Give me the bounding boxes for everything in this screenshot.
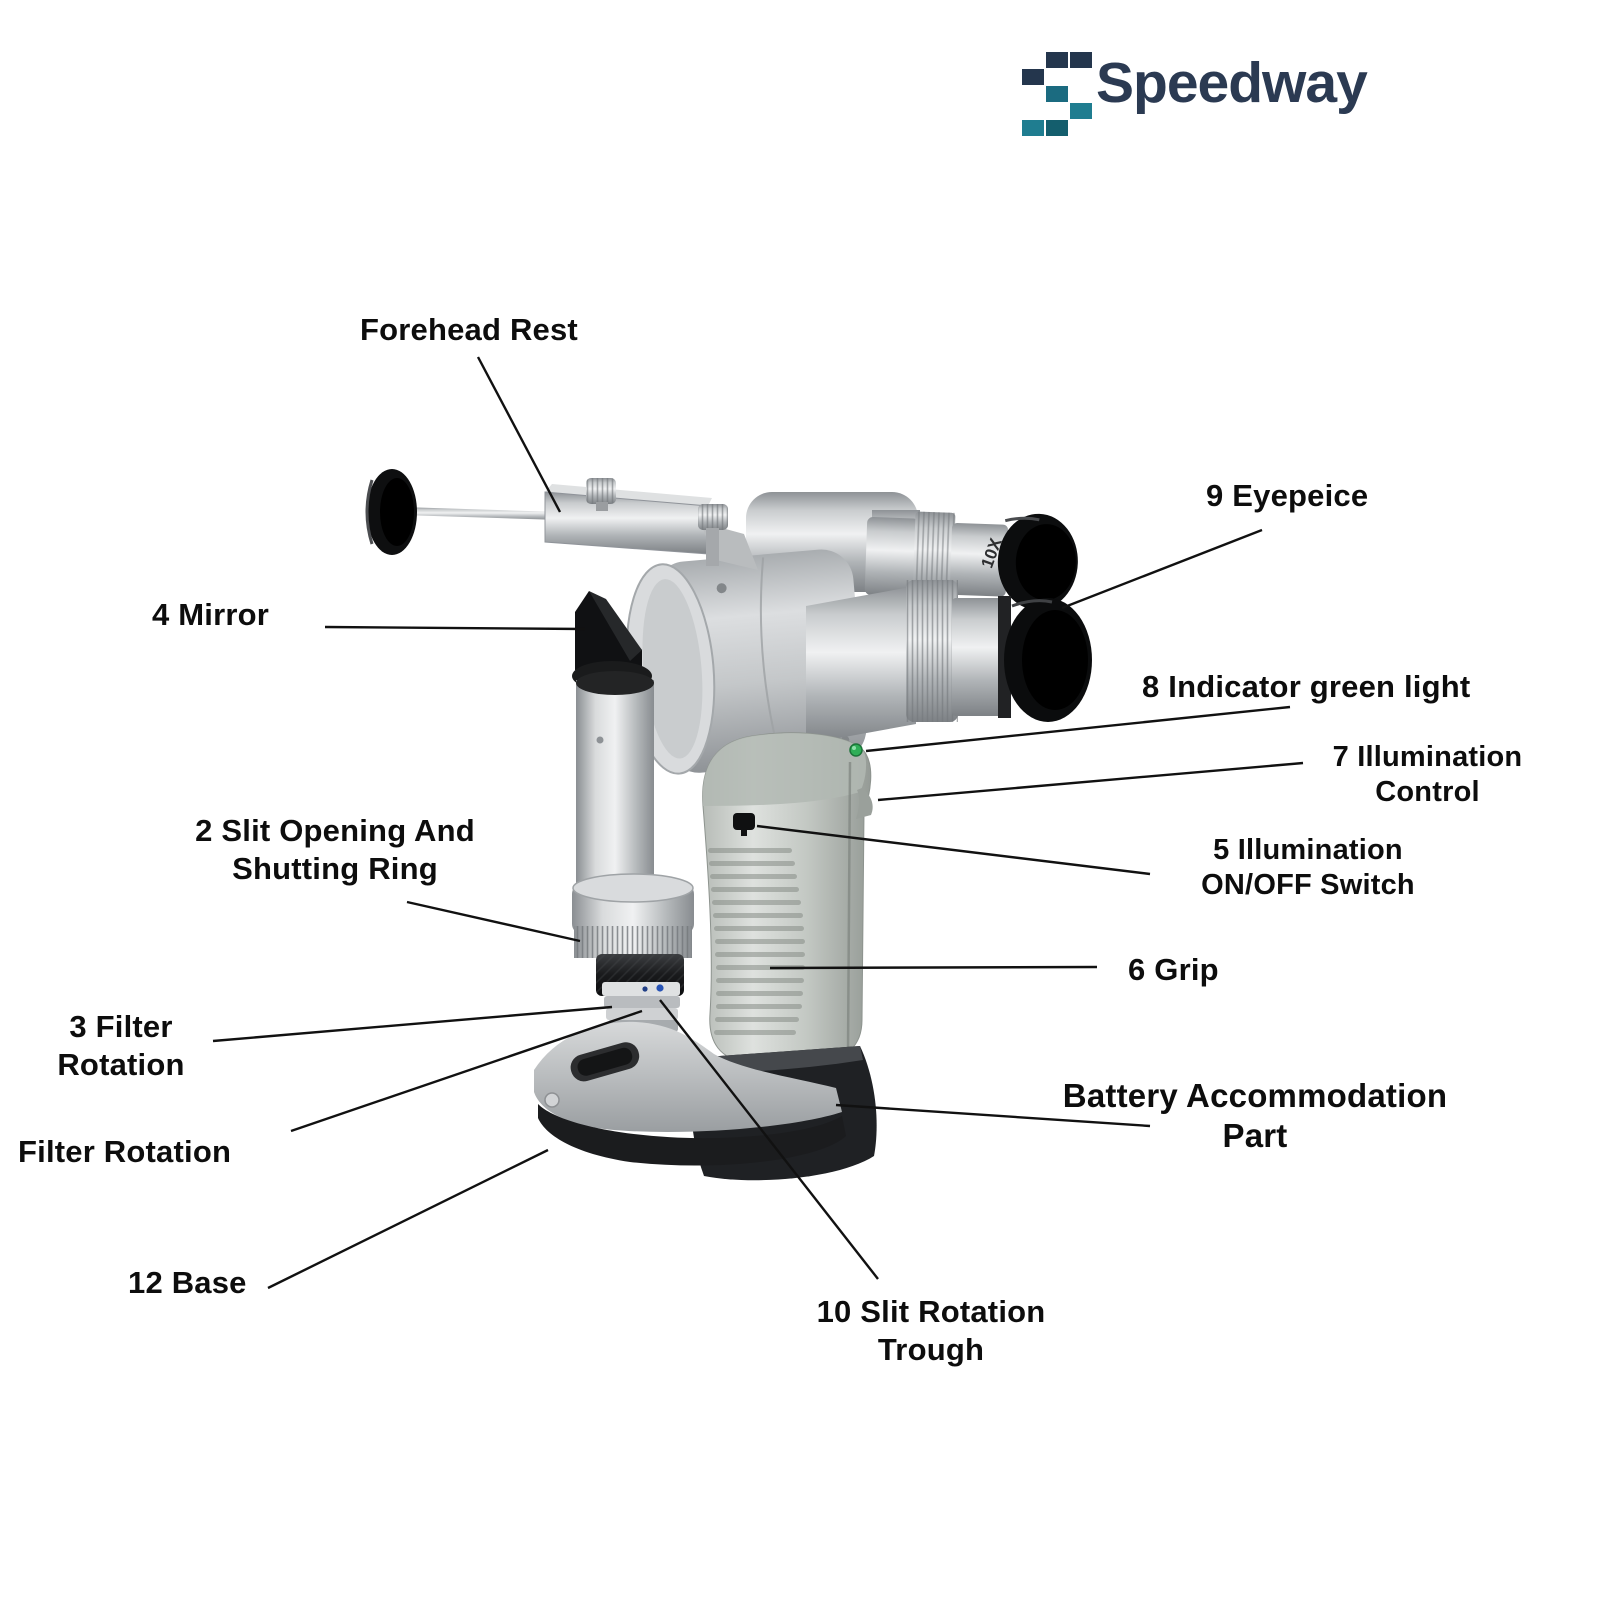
grip-ribs — [708, 848, 805, 1035]
base-foot — [534, 1021, 846, 1166]
grip-handle — [702, 732, 873, 1063]
callout-line-forehead-rest — [476, 356, 562, 513]
slit-rotation-trough — [570, 1042, 640, 1082]
eyepiece-barrel-upper: 10X — [864, 511, 1078, 610]
illumination-tube — [576, 671, 654, 908]
label-battery: Battery Accommodation Part — [1062, 1077, 1448, 1155]
indicator-green-light — [849, 743, 863, 757]
label-forehead-rest: Forehead Rest — [360, 312, 578, 347]
filter-rotation-ring — [604, 996, 680, 1008]
brand-logo-text: Speedway — [1096, 51, 1368, 115]
label-grip: 6 Grip — [1128, 952, 1219, 987]
label-base: 12 Base — [128, 1265, 247, 1300]
callout-line-mirror — [324, 625, 586, 631]
callout-line-slit-ring — [406, 900, 581, 943]
pixel-s-logo-icon — [1022, 52, 1092, 136]
label-slit-trough: 10 Slit Rotation Trough — [816, 1294, 1046, 1367]
callout-line-eyepiece — [1061, 528, 1263, 610]
callout-line-filter-rotation — [290, 1009, 643, 1133]
thumb-screw — [586, 478, 616, 511]
thumb-screw — [698, 504, 728, 566]
label-mirror: 4 Mirror — [152, 597, 270, 632]
callout-line-on-off-switch — [756, 824, 1151, 876]
illumination-control-edge — [856, 788, 873, 819]
slit-ring-assembly — [572, 873, 694, 1042]
filter-index-dot — [642, 986, 648, 992]
callout-line-base — [267, 1148, 549, 1290]
label-filter-rotation: Filter Rotation — [18, 1134, 232, 1169]
callout-line-indicator — [865, 705, 1291, 753]
label-eyepiece: 9 Eyepeice — [1206, 478, 1369, 513]
base-black-rim — [538, 1104, 846, 1166]
callout-line-slit-trough — [659, 999, 879, 1280]
housing-screw — [716, 583, 727, 594]
callout-line-filter-rotation-3 — [212, 1005, 613, 1043]
forehead-rest — [365, 469, 758, 570]
filter-index-dot — [656, 984, 664, 992]
callout-lines — [212, 356, 1304, 1290]
callout-line-battery — [835, 1103, 1151, 1128]
label-illumination-switch: 5 Illumination ON/OFF Switch — [1201, 834, 1415, 902]
label-indicator-light: 8 Indicator green light — [1142, 669, 1471, 704]
callout-line-grip — [769, 965, 1098, 970]
on-off-switch — [733, 813, 755, 830]
base-screw — [544, 1092, 560, 1108]
callout-line-illumination-control — [877, 761, 1304, 802]
label-illumination-control: 7 Illumination Control — [1332, 741, 1523, 809]
label-slit-ring: 2 Slit Opening And Shutting Ring — [195, 813, 475, 886]
eyepiece-barrel-lower — [806, 580, 1092, 744]
label-filter-rotation-3: 3 Filter Rotation — [57, 1009, 185, 1082]
